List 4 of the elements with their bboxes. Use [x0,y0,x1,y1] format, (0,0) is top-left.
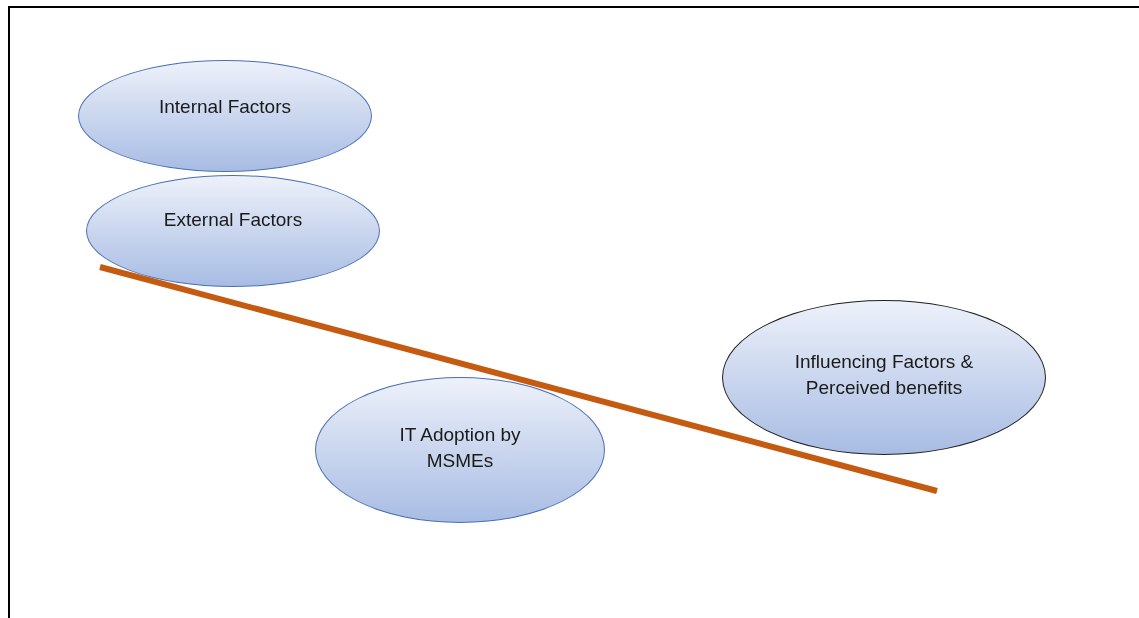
node-label: External Factors [163,208,303,233]
node-label: Influencing Factors & Perceived benefits [793,350,975,400]
node-label: Internal Factors [159,95,291,120]
node-label: IT Adoption by MSMEs [398,422,522,473]
